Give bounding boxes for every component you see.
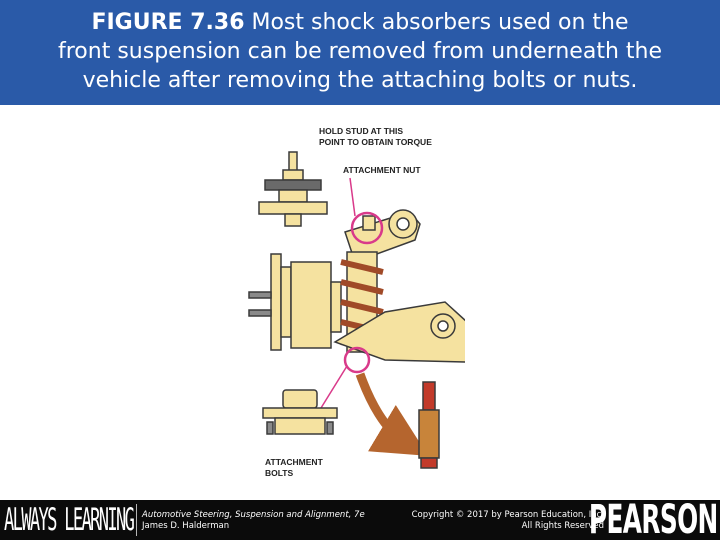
- pearson-logo: PEARSON: [589, 497, 718, 543]
- lower-control-arm: [333, 301, 465, 363]
- title-line-2: front suspension can be removed from und…: [58, 39, 662, 64]
- footer-bar: ALWAYS LEARNING Automotive Steering, Sus…: [0, 500, 720, 540]
- book-title: Automotive Steering, Suspension and Alig…: [142, 510, 365, 520]
- book-author: James D. Halderman: [142, 521, 230, 531]
- attachment-nut-leader: [349, 177, 356, 217]
- title-line-1-text: Most shock absorbers used on the: [244, 10, 629, 35]
- rights-text: All Rights Reserved: [521, 521, 604, 531]
- copyright-info: Copyright © 2017 by Pearson Education, I…: [412, 510, 604, 532]
- slide-title: FIGURE 7.36 Most shock absorbers used on…: [0, 0, 720, 105]
- book-info: Automotive Steering, Suspension and Alig…: [142, 510, 365, 532]
- upper-control-arm: [344, 209, 421, 263]
- lower-bracket-detail: [262, 389, 338, 435]
- label-hold-stud-1: HOLD STUD AT THIS: [319, 126, 403, 136]
- lower-nut-leader: [320, 365, 348, 409]
- label-hold-stud-2: POINT TO OBTAIN TORQUE: [319, 137, 432, 147]
- title-line-1: FIGURE 7.36 Most shock absorbers used on…: [0, 8, 720, 37]
- label-attachment-nut: ATTACHMENT NUT: [343, 165, 421, 175]
- figure-label: FIGURE 7.36: [91, 10, 245, 35]
- title-line-3: vehicle after removing the attaching bol…: [82, 68, 638, 93]
- upper-stud-detail: [258, 151, 328, 227]
- always-learning-logo: ALWAYS LEARNING: [4, 502, 135, 538]
- shock-absorber: [418, 381, 440, 469]
- suspension-diagram: HOLD STUD AT THIS POINT TO OBTAIN TORQUE…: [248, 126, 465, 478]
- label-attachment-bolts-1: ATTACHMENT: [265, 457, 324, 467]
- lower-nut-highlight: [343, 346, 371, 374]
- footer-divider: [136, 504, 137, 536]
- removal-arrow: [355, 372, 429, 456]
- steering-knuckle: [248, 253, 342, 351]
- label-attachment-bolts-2: BOLTS: [265, 468, 294, 478]
- copyright-text: Copyright © 2017 by Pearson Education, I…: [411, 510, 604, 520]
- attachment-nut-highlight: [350, 211, 384, 245]
